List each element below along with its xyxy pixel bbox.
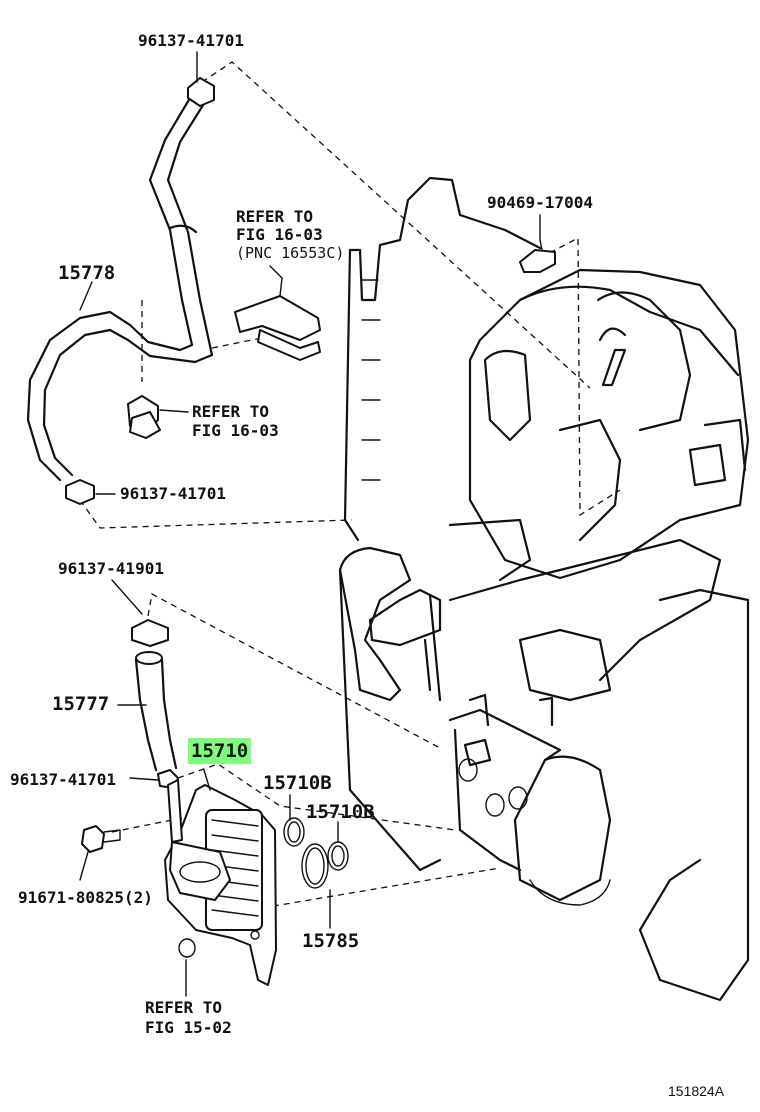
refer-line-1: REFER TO bbox=[145, 998, 223, 1017]
part-label-15710b-upper[interactable]: 15710B bbox=[263, 772, 332, 794]
oil-cooler-15710 bbox=[164, 779, 277, 986]
part-label-96137-41901[interactable]: 96137-41901 bbox=[58, 559, 164, 578]
hose-15777 bbox=[131, 619, 178, 772]
bolt-91671-80825 bbox=[81, 825, 121, 853]
hose-15778 bbox=[26, 96, 214, 482]
part-label-90469-17004[interactable]: 90469-17004 bbox=[487, 193, 593, 212]
part-label-96137-41701-top[interactable]: 96137-41701 bbox=[138, 31, 244, 50]
refer-line-2: FIG 16-03 bbox=[236, 225, 323, 244]
part-label-15710[interactable]: 15710 bbox=[188, 738, 252, 764]
figure-id: 151824A bbox=[668, 1083, 725, 1099]
o-rings bbox=[283, 817, 349, 889]
refer-line-2: FIG 16-03 bbox=[192, 421, 279, 440]
refer-label-fig-15-02[interactable]: REFER TO FIG 15-02 bbox=[145, 998, 232, 1038]
part-label-96137-41701-low[interactable]: 96137-41701 bbox=[10, 770, 116, 789]
refer-line-1: REFER TO bbox=[192, 402, 270, 421]
part-label-15785[interactable]: 15785 bbox=[302, 930, 360, 952]
part-label-15777[interactable]: 15777 bbox=[52, 693, 110, 715]
highlighted-part-number: 15710 bbox=[188, 738, 252, 764]
clamp-mid bbox=[65, 479, 95, 505]
part-label-91671-80825[interactable]: 91671-80825(2) bbox=[18, 888, 153, 907]
refer-line-3: (PNC 16553C) bbox=[236, 244, 345, 262]
refer-line-2: FIG 15-02 bbox=[145, 1018, 232, 1037]
part-label-15778[interactable]: 15778 bbox=[58, 262, 116, 284]
clamp-top bbox=[187, 77, 215, 107]
refer-line-1: REFER TO bbox=[236, 207, 314, 226]
part-label-96137-41701-mid[interactable]: 96137-41701 bbox=[120, 484, 226, 503]
refer-label-fig-16-03-pnc[interactable]: REFER TO FIG 16-03 (PNC 16553C) bbox=[236, 207, 345, 263]
refer-label-fig-16-03[interactable]: REFER TO FIG 16-03 bbox=[192, 402, 279, 440]
bracket-16553c bbox=[234, 277, 321, 361]
label-leaders bbox=[79, 51, 541, 997]
engine-block bbox=[338, 176, 750, 1002]
clip-1603 bbox=[127, 395, 161, 439]
part-label-15710b-lower[interactable]: 15710B bbox=[306, 801, 375, 823]
clip-90469-17004 bbox=[519, 239, 556, 273]
dashed-leaders bbox=[79, 61, 621, 909]
